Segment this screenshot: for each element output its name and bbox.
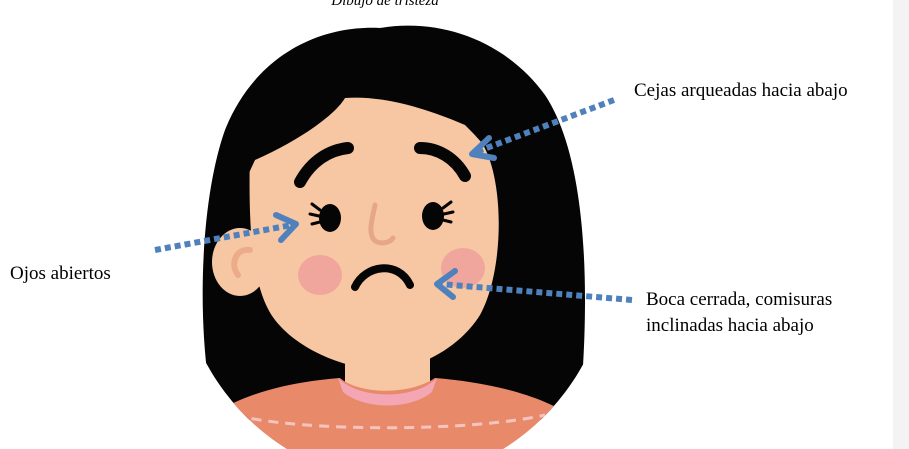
label-eyebrows: Cejas arqueadas hacia abajo (634, 78, 848, 104)
label-mouth: Boca cerrada, comisuras inclinadas hacia… (646, 287, 832, 339)
left-cheek (298, 255, 342, 295)
label-mouth-line-2: inclinadas hacia abajo (646, 313, 832, 339)
portrait-group (185, 26, 600, 449)
label-eyes: Ojos abiertos (10, 261, 111, 287)
label-mouth-line-1: Boca cerrada, comisuras (646, 287, 832, 313)
left-eye (319, 204, 341, 232)
right-eye (422, 202, 444, 230)
